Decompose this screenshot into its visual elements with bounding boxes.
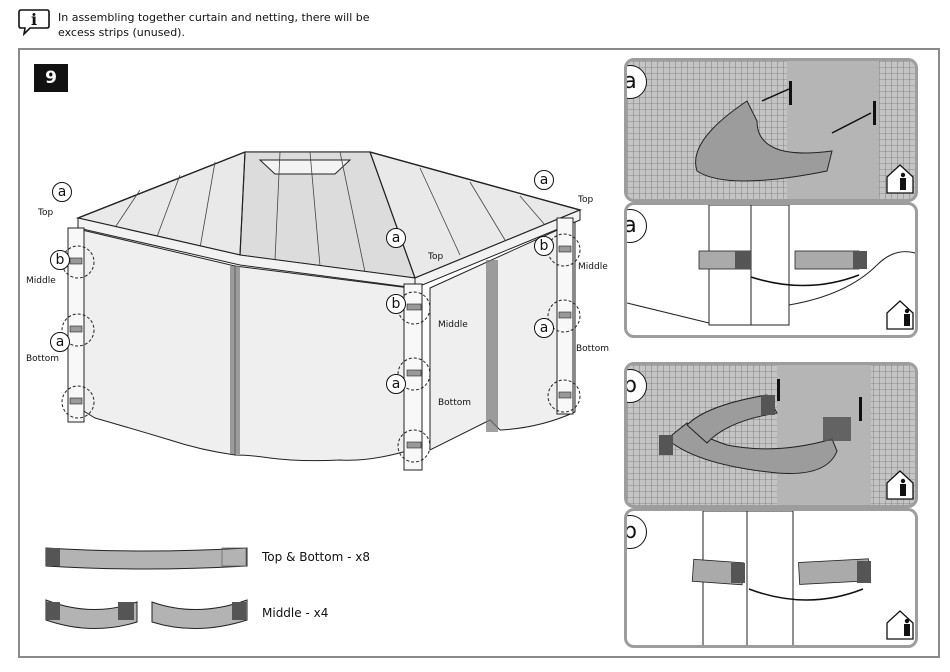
callout-center-top: a xyxy=(386,228,406,248)
callout-right-top: a xyxy=(534,170,554,190)
label-left-top: Top xyxy=(38,208,53,218)
detail-panel-a-outdoor-drawing xyxy=(627,61,918,202)
indoor-person-icon xyxy=(885,299,915,331)
label-right-top: Top xyxy=(578,195,593,205)
detail-panel-a-indoor-drawing xyxy=(627,205,918,338)
label-center-top: Top xyxy=(428,252,443,262)
label-right-middle: Middle xyxy=(578,262,608,272)
svg-text:i: i xyxy=(31,10,37,29)
indoor-person-icon xyxy=(885,609,915,641)
detail-panel-b-indoor-drawing xyxy=(627,511,918,648)
label-left-middle: Middle xyxy=(26,276,56,286)
label-right-bottom: Bottom xyxy=(576,344,609,354)
detail-panel-a-outdoor: a xyxy=(624,58,918,202)
outdoor-person-icon xyxy=(885,469,915,501)
label-center-middle: Middle xyxy=(438,320,468,330)
detail-panel-b-indoor: b xyxy=(624,508,918,648)
callout-center-middle: b xyxy=(386,294,406,314)
callout-left-bottom: a xyxy=(50,332,70,352)
detail-panel-b-outdoor: b xyxy=(624,362,918,508)
detail-panel-a-indoor: a xyxy=(624,202,918,338)
note-line-1: In assembling together curtain and netti… xyxy=(58,10,398,25)
step-number: 9 xyxy=(34,64,68,92)
outdoor-person-icon xyxy=(885,163,915,195)
step-frame: 9 xyxy=(18,48,940,658)
strip-top-bottom-label: Top & Bottom - x8 xyxy=(262,550,370,564)
callout-right-bottom: a xyxy=(534,318,554,338)
info-note: i In assembling together curtain and net… xyxy=(18,8,398,44)
callout-left-top: a xyxy=(52,182,72,202)
gazebo-illustration xyxy=(20,90,620,490)
callout-left-middle: b xyxy=(50,250,70,270)
note-line-2: excess strips (unused). xyxy=(58,25,398,40)
callout-right-middle: b xyxy=(534,236,554,256)
detail-panel-b-outdoor-drawing xyxy=(627,365,918,508)
info-icon: i xyxy=(18,8,50,36)
callout-center-bottom: a xyxy=(386,374,406,394)
strip-middle-illustration xyxy=(42,588,252,638)
strip-top-bottom-illustration xyxy=(42,544,252,574)
label-left-bottom: Bottom xyxy=(26,354,59,364)
strip-middle-label: Middle - x4 xyxy=(262,606,328,620)
label-center-bottom: Bottom xyxy=(438,398,471,408)
